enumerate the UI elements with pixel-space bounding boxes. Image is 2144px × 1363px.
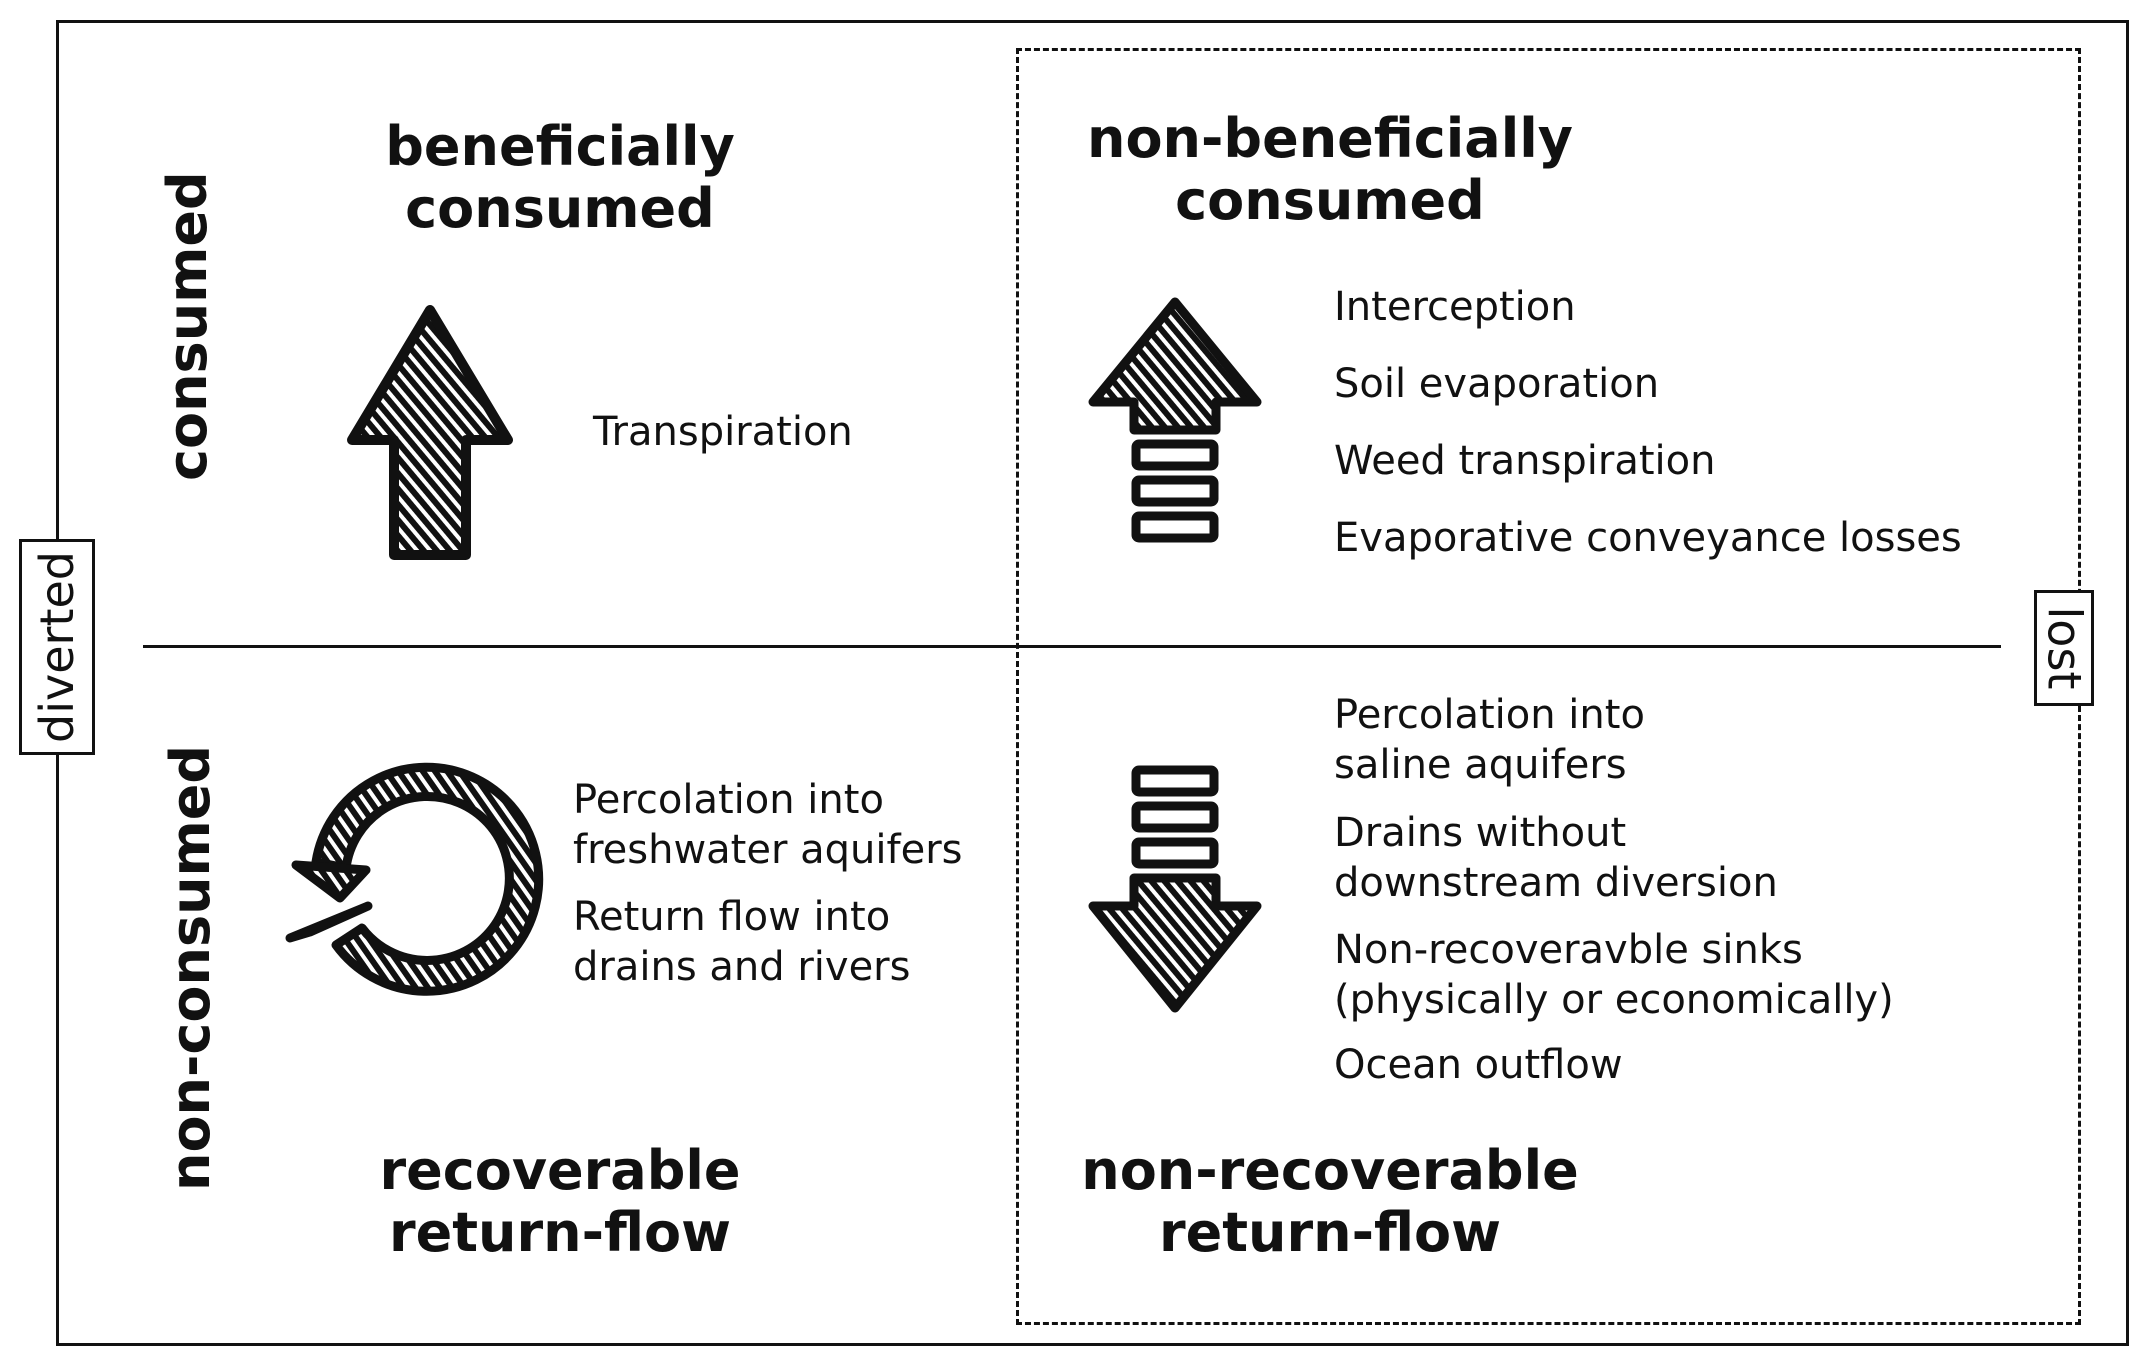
non-beneficially-consumed-title: non-beneficially consumed bbox=[1087, 107, 1573, 232]
diverted-tag: diverted bbox=[19, 539, 95, 755]
dashed-up-arrow-icon bbox=[1088, 297, 1262, 543]
drains-without-diversion-item: Drains without downstream diversion bbox=[1334, 810, 1778, 906]
circular-arrow-icon bbox=[285, 762, 544, 996]
diverted-label: diverted bbox=[30, 551, 85, 743]
transpiration-item: Transpiration bbox=[593, 409, 853, 455]
soil-evaporation-item: Soil evaporation bbox=[1334, 361, 1660, 407]
weed-transpiration-item: Weed transpiration bbox=[1334, 438, 1716, 484]
return-flow-drains-item: Return flow into drains and rivers bbox=[573, 894, 911, 990]
consumed-row-label: consumed bbox=[156, 171, 219, 481]
lost-tag: lost bbox=[2034, 590, 2094, 706]
non-recoverable-return-flow-title: non-recoverable return-flow bbox=[1081, 1139, 1579, 1264]
interception-item: Interception bbox=[1334, 284, 1576, 330]
non-consumed-row-label: non-consumed bbox=[159, 744, 222, 1191]
beneficially-consumed-title: beneficially consumed bbox=[385, 115, 735, 240]
non-recoverable-sinks-item: Non-recoveravble sinks (physically or ec… bbox=[1334, 927, 1894, 1023]
percolation-saline-item: Percolation into saline aquifers bbox=[1334, 692, 1645, 788]
lost-label: lost bbox=[2037, 606, 2091, 690]
up-arrow-icon bbox=[347, 305, 513, 560]
percolation-freshwater-item: Percolation into freshwater aquifers bbox=[573, 777, 963, 873]
evaporative-conveyance-losses-item: Evaporative conveyance losses bbox=[1334, 515, 1962, 561]
recoverable-return-flow-title: recoverable return-flow bbox=[379, 1139, 741, 1264]
ocean-outflow-item: Ocean outflow bbox=[1334, 1042, 1623, 1088]
lost-region-dashed-box bbox=[1016, 48, 2081, 1325]
diagram-frame bbox=[56, 20, 2129, 1346]
consumed-divider-line bbox=[143, 645, 2001, 648]
dashed-down-arrow-icon bbox=[1088, 765, 1262, 1013]
